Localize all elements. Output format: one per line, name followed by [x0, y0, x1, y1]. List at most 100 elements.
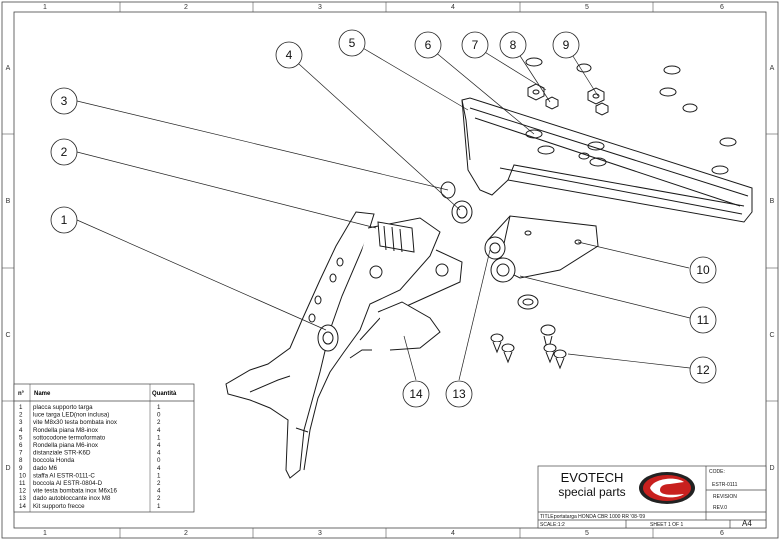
code-label: CODE: [709, 469, 725, 475]
col-label-bottom: 2 [184, 530, 188, 537]
sheet-value: SHEET 1 OF 1 [650, 522, 683, 528]
callout-2: 2 [61, 145, 68, 159]
callout-balloons [50, 29, 717, 408]
revision-value: REV.0 [713, 505, 727, 511]
row-label-right: C [769, 332, 774, 339]
sheet-size: A4 [742, 519, 752, 528]
bom-row-number: 14 [19, 503, 26, 510]
callout-9: 9 [563, 38, 570, 52]
row-label-right: B [770, 198, 775, 205]
col-label-top: 2 [184, 4, 188, 11]
bom-row-name: Rondella piana M8-inox [33, 427, 99, 434]
bom-row-number: 3 [19, 419, 23, 426]
bom-row-number: 4 [19, 427, 23, 434]
bom-row-number: 5 [19, 434, 23, 441]
bom-header-name: Name [34, 391, 51, 397]
bom-row-qty: 2 [157, 480, 161, 487]
bom-row-name: Kit supporto frecce [33, 503, 85, 510]
bom-row-name: dado autobloccante inox M8 [33, 495, 111, 502]
row-label-right: A [770, 65, 775, 72]
grid-labels: 1 2 3 4 5 6 1 2 3 4 5 6 A B C D A B C D [5, 4, 774, 537]
bom-row-qty: 1 [157, 503, 161, 510]
bom-row-qty: 4 [157, 442, 161, 449]
evotech-logo [639, 472, 695, 504]
bom-row-qty: 4 [157, 427, 161, 434]
company-name: EVOTECH [561, 470, 624, 485]
bom-row-qty: 2 [157, 495, 161, 502]
bolt-group-left [440, 181, 473, 224]
screws-part [490, 324, 567, 370]
bom-row-qty: 4 [157, 465, 161, 472]
bom-row-name: placca supporto targa [33, 404, 93, 411]
bom-row-name: luce targa LED(non inclusa) [33, 412, 109, 419]
bom-row-name: boccola AI ESTR-0804-D [33, 480, 103, 487]
bom-row-name: staffa AI ESTR-0111-C [33, 472, 95, 479]
bom-table: n° Name Quantità 1 placca supporto targa 1… [13, 383, 195, 513]
callout-6: 6 [425, 38, 432, 52]
row-label-left: B [6, 198, 11, 205]
col-label-bottom: 4 [451, 530, 455, 537]
bom-header-qty: Quantità [152, 391, 177, 397]
row-label-right: D [769, 465, 774, 472]
col-label-top: 5 [585, 4, 589, 11]
bom-row-name: boccola Honda [33, 457, 75, 464]
bom-row-qty: 4 [157, 450, 161, 457]
col-label-bottom: 6 [720, 530, 724, 537]
code-value: ESTR-0111 [712, 482, 738, 488]
bom-row-number: 11 [19, 480, 26, 487]
bom-row-number: 13 [19, 495, 26, 502]
bom-row-number: 1 [19, 404, 23, 411]
undertail-part [461, 57, 753, 223]
callout-4: 4 [286, 48, 293, 62]
bom-row-qty: 1 [157, 404, 161, 411]
bom-row-name: vite M8x30 testa bombata inox [33, 419, 118, 426]
bom-row-qty: 0 [157, 412, 161, 419]
row-label-left: C [5, 332, 10, 339]
callout-numbers: 1 2 3 4 5 6 7 8 9 10 11 12 13 14 [61, 36, 710, 401]
title-block-text: EVOTECH special parts CODE: ESTR-0111 RE… [540, 469, 752, 528]
bom-row-name: Rondella piana M6-inox [33, 442, 99, 449]
bom-row-number: 2 [19, 412, 23, 419]
bom-row-name: sottocodone termoformato [33, 434, 106, 441]
col-label-top: 3 [318, 4, 322, 11]
bom-row-qty: 2 [157, 419, 161, 426]
title-value: portatarga HONDA CBR 1000 RR '08-'09 [554, 514, 645, 520]
row-label-left: D [5, 465, 10, 472]
logo-e-mark [650, 478, 684, 498]
bom-row-name: vite testa bombata inox M6x16 [33, 488, 117, 495]
plate-holder-part [225, 211, 463, 479]
callout-8: 8 [510, 38, 517, 52]
callout-1: 1 [61, 213, 68, 227]
callout-12: 12 [696, 363, 710, 377]
col-label-bottom: 1 [43, 530, 47, 537]
callout-14: 14 [409, 387, 423, 401]
scale-value: SCALE:1:2 [540, 522, 565, 528]
bom-row-qty: 1 [157, 434, 161, 441]
bom-header-n: n° [18, 391, 25, 397]
bom-row-number: 7 [19, 450, 23, 457]
callout-13: 13 [452, 387, 466, 401]
bom-row-number: 10 [19, 472, 26, 479]
col-label-bottom: 3 [318, 530, 322, 537]
bom-row-number: 12 [19, 488, 26, 495]
callout-11: 11 [697, 313, 710, 327]
bom-row-number: 9 [19, 465, 23, 472]
col-label-bottom: 5 [585, 530, 589, 537]
bom-row-number: 8 [19, 457, 23, 464]
callout-5: 5 [349, 36, 356, 50]
title-label: TITLE: [540, 514, 555, 520]
hardware-nuts [527, 83, 609, 116]
bom-row-name: dado M6 [33, 465, 58, 472]
callout-3: 3 [61, 94, 68, 108]
callout-10: 10 [696, 263, 710, 277]
callout-7: 7 [472, 38, 479, 52]
col-label-top: 1 [43, 4, 47, 11]
col-label-top: 4 [451, 4, 455, 11]
bom-row-qty: 1 [157, 472, 161, 479]
company-subtitle: special parts [558, 485, 625, 499]
revision-label: REVISION [713, 494, 737, 500]
